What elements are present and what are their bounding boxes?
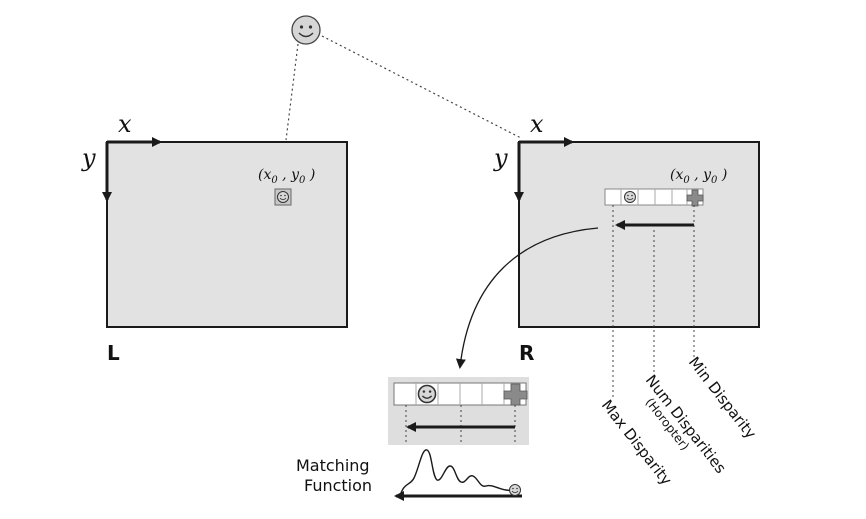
sight-line-left: [285, 43, 299, 141]
zoomed-strip-box: [388, 377, 529, 445]
right-image-label: R: [519, 341, 534, 365]
right-y-axis-label: y: [493, 144, 508, 172]
zoom-strip-plus-icon: [503, 383, 528, 406]
zoom-strip-smiley-icon: [417, 384, 437, 404]
right-x-axis-label: x: [530, 110, 544, 138]
right-image-panel: x y R (x0 , y0 ): [493, 110, 760, 365]
right-strip-smiley-icon: [624, 191, 636, 203]
matching-label-line2: Function: [304, 476, 372, 495]
left-image-label: L: [107, 341, 120, 365]
matching-function-curve: [399, 449, 515, 497]
left-point-coordinate: (x0 , y0 ): [258, 167, 315, 186]
right-point-coordinate: (x0 , y0 ): [670, 167, 727, 186]
matching-smiley-icon: [509, 484, 521, 496]
scene-smiley-icon: [291, 15, 321, 45]
left-x-axis-label: x: [118, 110, 132, 138]
matching-label-line1: Matching: [296, 456, 370, 475]
left-y-axis-label: y: [81, 144, 96, 172]
zoom-curve-arrow: [455, 227, 599, 369]
left-point-smiley-icon: [277, 191, 289, 203]
left-image-panel: x y L (x0 , y0 ): [81, 110, 348, 365]
right-strip-plus-icon: [686, 189, 704, 207]
sight-line-right: [321, 35, 522, 139]
